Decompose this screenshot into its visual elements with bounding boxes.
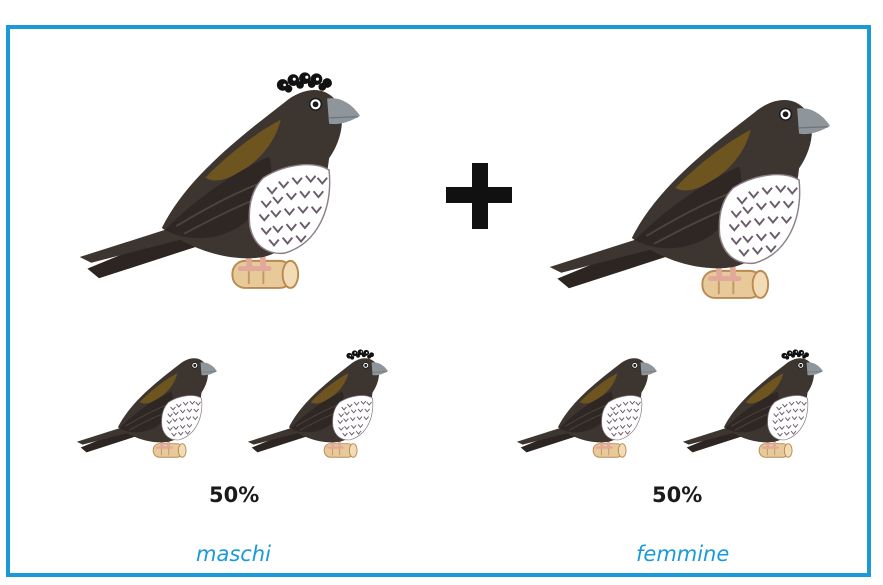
left-percent: 50% bbox=[209, 483, 260, 507]
females-label: femmine bbox=[636, 542, 730, 566]
diagram-frame bbox=[6, 25, 871, 577]
right-percent: 50% bbox=[652, 483, 703, 507]
males-label: maschi bbox=[196, 542, 271, 566]
crested-bird-icon bbox=[681, 349, 823, 459]
plain-bird-icon bbox=[75, 356, 217, 459]
crested-bird-icon bbox=[70, 72, 360, 307]
plain-bird-icon bbox=[540, 72, 830, 317]
plain-bird-icon bbox=[515, 356, 657, 459]
crested-bird-icon bbox=[246, 349, 388, 459]
plus-icon bbox=[446, 163, 512, 229]
